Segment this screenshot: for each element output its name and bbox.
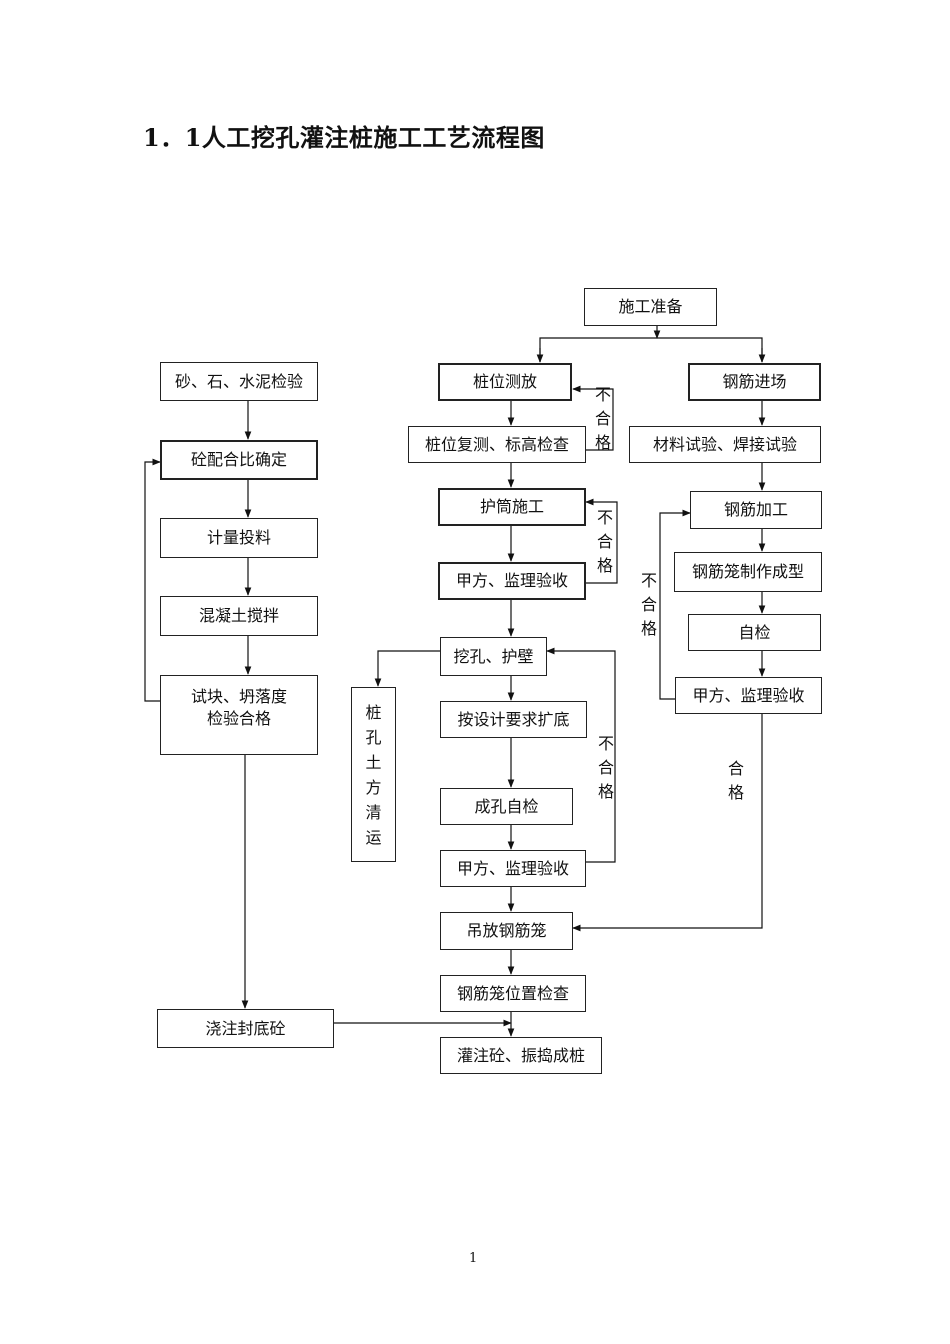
pass-label-char: 格 bbox=[728, 783, 745, 802]
fail-label-pile-recheck: 不 合 格 bbox=[595, 383, 611, 455]
lift-cage-box: 吊放钢筋笼 bbox=[440, 912, 573, 950]
fail-label-char: 合 bbox=[595, 409, 612, 428]
fail-label-casing: 不 合 格 bbox=[597, 506, 613, 578]
pour-pile-box: 灌注砼、振捣成桩 bbox=[440, 1037, 602, 1074]
self-check-box: 自检 bbox=[688, 614, 821, 651]
material-test-box: 材料试验、焊接试验 bbox=[629, 426, 821, 463]
fail-label-char: 格 bbox=[641, 619, 658, 638]
soil-removal-box: 桩 孔 土 方 清 运 bbox=[351, 687, 396, 862]
hole-selfcheck-box: 成孔自检 bbox=[440, 788, 573, 825]
fail-label-char: 不 bbox=[598, 734, 615, 753]
soil-removal-char: 孔 bbox=[365, 727, 382, 747]
pass-label-char: 合 bbox=[728, 759, 745, 778]
fail-label-rebar: 不 合 格 bbox=[641, 569, 657, 641]
pile-recheck-box: 桩位复测、标高检查 bbox=[408, 426, 586, 463]
pile-layout-box: 桩位测放 bbox=[438, 363, 572, 401]
test-block-line2: 检验合格 bbox=[206, 709, 271, 728]
casing-accept-box: 甲方、监理验收 bbox=[438, 562, 586, 600]
fail-label-char: 合 bbox=[598, 758, 615, 777]
soil-removal-char: 土 bbox=[365, 752, 382, 772]
fail-label-char: 不 bbox=[597, 508, 614, 527]
hole-accept-box: 甲方、监理验收 bbox=[440, 850, 586, 887]
page-title: 1．1人工挖孔灌注桩施工工艺流程图 bbox=[143, 123, 545, 152]
excavation-box: 挖孔、护壁 bbox=[440, 637, 547, 676]
fail-label-char: 合 bbox=[597, 532, 614, 551]
materials-check-box: 砂、石、水泥检验 bbox=[160, 362, 318, 401]
page-number: 1 bbox=[469, 1251, 478, 1266]
rebar-accept-box: 甲方、监理验收 bbox=[675, 677, 822, 714]
fail-label-char: 合 bbox=[641, 595, 658, 614]
pass-label-rebar: 合 格 bbox=[728, 757, 744, 805]
cage-position-box: 钢筋笼位置检查 bbox=[440, 975, 586, 1012]
metering-box: 计量投料 bbox=[160, 518, 318, 558]
fail-label-char: 不 bbox=[595, 385, 612, 404]
enlarge-base-box: 按设计要求扩底 bbox=[440, 701, 587, 738]
soil-removal-char: 运 bbox=[365, 827, 382, 847]
fail-label-char: 格 bbox=[598, 782, 615, 801]
soil-removal-char: 方 bbox=[365, 777, 382, 797]
mix-ratio-box: 砼配合比确定 bbox=[160, 440, 318, 480]
rebar-processing-box: 钢筋加工 bbox=[690, 491, 822, 529]
soil-removal-char: 清 bbox=[365, 802, 382, 822]
test-block-box: 试块、坍落度 检验合格 bbox=[160, 675, 318, 755]
fail-label-hole: 不 合 格 bbox=[598, 732, 614, 804]
fail-label-char: 不 bbox=[641, 571, 658, 590]
casing-box: 护筒施工 bbox=[438, 488, 586, 526]
soil-removal-char: 桩 bbox=[365, 702, 382, 722]
test-block-line1: 试块、坍落度 bbox=[190, 687, 287, 706]
fail-label-char: 格 bbox=[595, 433, 612, 452]
fail-label-char: 格 bbox=[597, 556, 614, 575]
cage-fabrication-box: 钢筋笼制作成型 bbox=[674, 552, 822, 592]
bottom-pour-box: 浇注封底砼 bbox=[157, 1009, 334, 1048]
rebar-entry-box: 钢筋进场 bbox=[688, 363, 821, 401]
construction-prep-box: 施工准备 bbox=[584, 288, 717, 326]
mixing-box: 混凝土搅拌 bbox=[160, 596, 318, 636]
